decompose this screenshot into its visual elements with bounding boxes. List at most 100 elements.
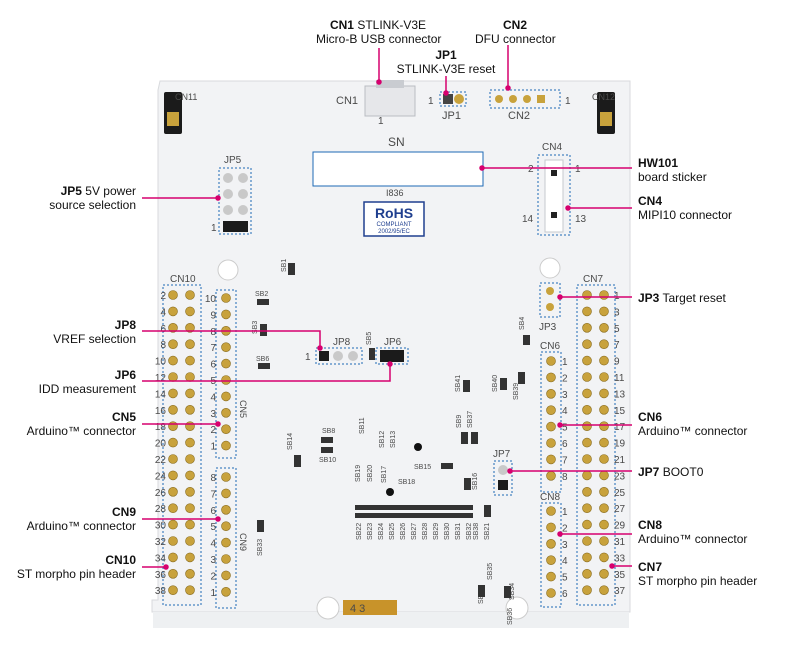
header-pin xyxy=(582,568,592,579)
sb11-label: SB11 xyxy=(359,417,366,434)
header-pin xyxy=(168,339,178,350)
cn7-pin-number: 29 xyxy=(614,521,626,532)
cn6-pin-number: 7 xyxy=(562,455,568,466)
cn1-usb-connector: CN1 1 xyxy=(336,80,416,127)
callout-jp3-name: JP3 xyxy=(638,291,660,305)
cn6-pin-number: 2 xyxy=(562,373,568,384)
cn6-board-label: CN6 xyxy=(540,341,560,352)
cn8-pin-number: 3 xyxy=(562,540,568,551)
cn8-pin-number: 1 xyxy=(562,507,568,518)
header-pin xyxy=(221,309,231,320)
cn4-pin1: 1 xyxy=(575,164,581,175)
mounting-hole xyxy=(316,596,340,620)
callout-cn10-name: CN10 xyxy=(105,553,136,567)
callout-jp5-desc2: source selection xyxy=(49,198,136,212)
header-pin xyxy=(582,421,592,432)
cn5-pin-number: 4 xyxy=(210,392,216,403)
header-pin xyxy=(168,306,178,317)
header-pin xyxy=(185,568,195,579)
header-pin xyxy=(185,585,195,596)
header-pin xyxy=(185,322,195,333)
header-pin xyxy=(599,404,609,415)
cn8-pin-number: 2 xyxy=(562,523,568,534)
cn7-pin-number: 17 xyxy=(614,422,626,433)
callout-cn1-desc: STLINK-V3E xyxy=(357,18,427,32)
sn-label: SN xyxy=(388,135,405,149)
sb34-label: SB34 xyxy=(509,583,516,600)
pin1-label: 1 xyxy=(565,96,571,107)
header-pin xyxy=(168,519,178,530)
callout-jp6: JP6 IDD measurement xyxy=(39,368,136,396)
callout-jp8-name: JP8 xyxy=(114,318,136,332)
callout-cn4: CN4 MIPI10 connector xyxy=(638,194,732,222)
header-pin xyxy=(599,585,609,596)
cn9-pin-number: 4 xyxy=(210,539,216,550)
header-pin xyxy=(546,588,556,598)
header-pin xyxy=(185,437,195,448)
callout-hw101-desc: board sticker xyxy=(638,170,707,184)
cn9-pin-number: 1 xyxy=(210,588,216,599)
header-pin xyxy=(168,470,178,481)
header-pin xyxy=(582,486,592,497)
sb24-label: SB24 xyxy=(378,523,385,540)
cn5-board-label: CN5 xyxy=(238,400,248,418)
cn10-pin-number: 2 xyxy=(160,291,166,302)
header-pin xyxy=(582,437,592,448)
header-pin xyxy=(185,536,195,546)
sb17-label: SB17 xyxy=(381,466,388,483)
sb32-label: SB32 xyxy=(466,523,473,540)
header-pin xyxy=(599,437,609,448)
sb20-label: SB20 xyxy=(367,465,374,482)
cn1-board-label: CN1 xyxy=(336,95,358,107)
cn10-pin-number: 24 xyxy=(155,471,167,482)
header-pin xyxy=(168,404,178,415)
header-pin xyxy=(599,339,609,350)
header-pin xyxy=(168,290,178,300)
cn7-pin-number: 23 xyxy=(614,471,626,482)
header-pin xyxy=(221,488,231,499)
jp1-header: 1 JP1 xyxy=(428,91,467,122)
sb5-label: SB5 xyxy=(366,332,373,345)
callout-cn5-desc: Arduino™ connector xyxy=(26,424,136,438)
callout-cn1-desc2: Micro-B USB connector xyxy=(316,32,442,46)
sb22-label: SB22 xyxy=(356,523,363,540)
cn10-pin-number: 16 xyxy=(155,406,167,417)
cn10-pin-number: 12 xyxy=(155,373,167,384)
sb10-label: SB10 xyxy=(319,457,336,464)
header-pin xyxy=(582,306,592,317)
callout-cn1-name: CN1 xyxy=(329,18,354,32)
header-pin xyxy=(168,568,178,579)
sb-row-pads xyxy=(355,505,473,518)
callout-cn7-desc: ST morpho pin header xyxy=(638,574,758,588)
callout-jp7-desc: BOOT0 xyxy=(662,465,704,479)
sb9-label: SB9 xyxy=(456,415,463,428)
sb2-label: SB2 xyxy=(255,291,268,298)
header-pin xyxy=(221,570,231,581)
header-pin xyxy=(221,293,231,303)
header-pin xyxy=(221,554,231,564)
sb-extra-label: SB37 xyxy=(467,411,474,428)
header-pin xyxy=(168,437,178,448)
header-pin xyxy=(599,568,609,579)
cn4-board-label: CN4 xyxy=(542,142,562,153)
header-pin xyxy=(221,504,231,515)
cn7-pin-number: 15 xyxy=(614,406,626,417)
header-pin xyxy=(546,522,556,533)
cn5-pin-number: 2 xyxy=(210,425,216,436)
hw101-sticker-area xyxy=(312,151,484,187)
cn10-pin-number: 30 xyxy=(155,521,167,532)
header-pin xyxy=(185,339,195,350)
callout-jp6-name: JP6 xyxy=(114,368,136,382)
header-pin xyxy=(168,536,178,546)
sb23-label: SB23 xyxy=(367,523,374,540)
header-pin xyxy=(185,519,195,530)
cn6-pin-number: 1 xyxy=(562,357,568,368)
header-pin xyxy=(221,472,231,482)
header-pin xyxy=(185,388,195,399)
cn10-pin-number: 6 xyxy=(160,324,166,335)
header-pin xyxy=(185,454,195,464)
cn7-pin-number: 21 xyxy=(614,455,626,466)
header-pin xyxy=(599,470,609,481)
jp3-header: JP3 xyxy=(539,282,561,333)
sb35-label: SB35 xyxy=(487,563,494,580)
